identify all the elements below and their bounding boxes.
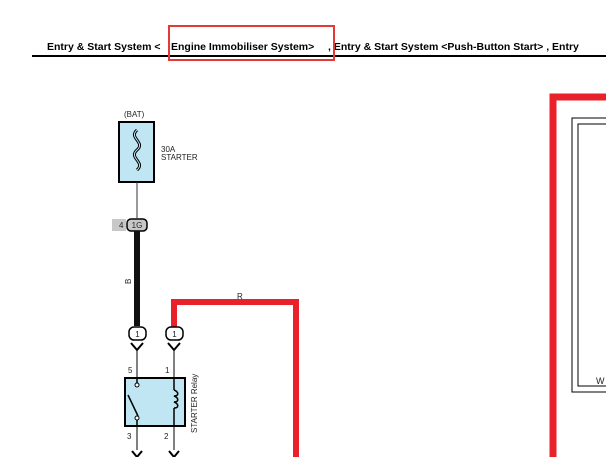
fuse-rating: 30A	[161, 145, 176, 154]
relay-pin-2: 2	[164, 432, 169, 441]
chevron-right-icon	[167, 342, 181, 352]
connector-left-pin	[128, 326, 147, 341]
connector-1g-code: 1G	[132, 221, 143, 230]
chevron-bottom-right-icon	[168, 450, 180, 457]
right-panel-border	[549, 93, 606, 457]
right-panel-label: W	[596, 376, 605, 386]
relay-pin-5: 5	[128, 366, 133, 375]
relay-pin-1: 1	[165, 366, 170, 375]
connector-right-pin	[165, 326, 184, 341]
wire-red	[171, 299, 299, 457]
starter-relay	[124, 377, 186, 427]
chevron-left-icon	[130, 342, 144, 352]
bat-label: (BAT)	[124, 110, 145, 119]
fuse-30a-starter	[118, 121, 155, 183]
wire-red-code: R	[237, 292, 243, 301]
connector-1g-pin-bg	[112, 219, 126, 231]
right-panel-inner-outer	[571, 117, 606, 393]
header-segment-prefix: Entry & Start System <	[47, 41, 161, 53]
relay-pin-3: 3	[127, 432, 132, 441]
highlight-box	[168, 25, 335, 61]
right-panel-inner	[577, 123, 606, 387]
chevron-bottom-left-icon	[131, 450, 143, 457]
connector-left-pin-label: 1	[135, 330, 140, 339]
header-segment-highlighted: Engine Immobiliser System>	[171, 41, 315, 53]
relay-name: STARTER Relay	[190, 374, 199, 433]
header-divider	[32, 55, 606, 57]
page-header: Entry & Start System < Engine Immobilise…	[0, 38, 606, 58]
connector-1g-pin: 4	[119, 221, 124, 230]
wire-black-code: B	[124, 279, 133, 284]
fuse-name: STARTER	[161, 153, 198, 162]
header-segment-suffix: , Entry & Start System <Push-Button Star…	[328, 41, 579, 53]
connector-right-pin-label: 1	[172, 330, 177, 339]
